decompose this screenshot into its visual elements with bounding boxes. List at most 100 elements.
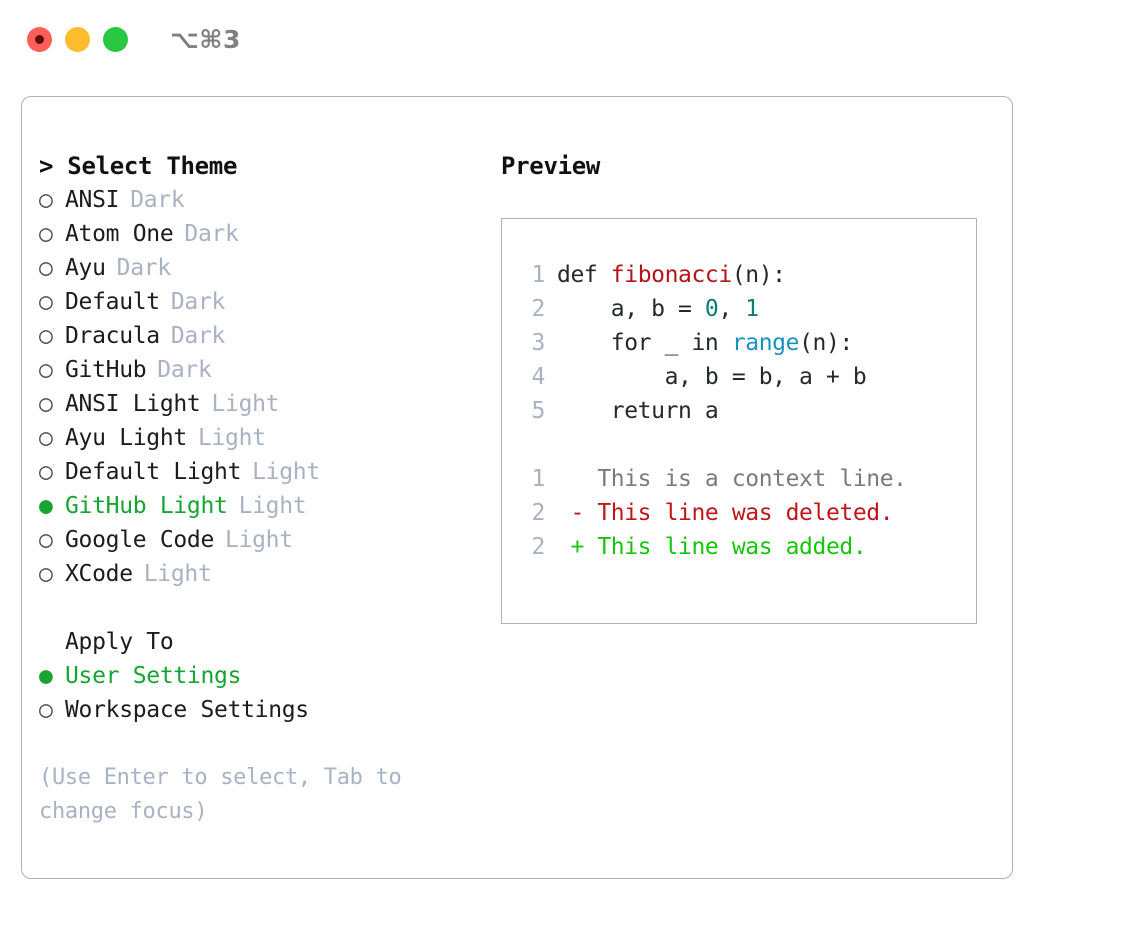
diff-line-add: 2 + This line was added. (521, 530, 907, 564)
radio-unselected-icon: ○ (39, 255, 53, 281)
code-token: (n): (731, 262, 786, 288)
code-token: 1 (745, 296, 759, 322)
code-token: 0 (704, 296, 719, 322)
theme-variant-tag: Light (252, 459, 320, 485)
line-number: 4 (531, 364, 546, 390)
code-token: a, b = b, a + b (557, 364, 867, 390)
line-number: 2 (531, 296, 546, 322)
radio-unselected-icon: ○ (39, 697, 53, 723)
theme-option-label: XCode (65, 561, 133, 587)
code-token: range (731, 330, 800, 356)
code-line: 3 for _ in range(n): (521, 326, 907, 360)
code-token: , (718, 296, 746, 322)
theme-option-ayu-light[interactable]: ○ Ayu Light Light (39, 421, 479, 455)
select-theme-heading: > Select Theme (39, 152, 238, 180)
radio-unselected-icon: ○ (39, 561, 53, 587)
theme-option-github-light[interactable]: ● GitHub Light Light (39, 489, 479, 523)
apply-to-option-label: User Settings (65, 663, 242, 689)
code-line: 4 a, b = b, a + b (521, 360, 907, 394)
radio-unselected-icon: ○ (39, 187, 53, 213)
close-button[interactable] (27, 26, 52, 52)
theme-option-label: Dracula (65, 323, 160, 349)
code-token: a, b = (557, 296, 705, 322)
keyboard-shortcut-label: ⌥⌘3 (170, 24, 241, 54)
line-number: 3 (531, 330, 546, 356)
radio-unselected-icon: ○ (39, 289, 53, 315)
code-token: for _ in (557, 330, 732, 356)
radio-unselected-icon: ○ (39, 425, 53, 451)
maximize-button[interactable] (103, 26, 128, 52)
window-controls (27, 26, 128, 52)
theme-option-label: Default Light (65, 459, 242, 485)
theme-option-ansi[interactable]: ○ ANSI Dark (39, 183, 479, 217)
theme-option-ansi-light[interactable]: ○ ANSI Light Light (39, 387, 479, 421)
radio-unselected-icon: ○ (39, 527, 53, 553)
theme-variant-tag: Dark (170, 289, 226, 315)
code-token: fibonacci (610, 262, 732, 288)
theme-variant-tag: Dark (116, 255, 172, 281)
theme-variant-tag: Dark (130, 187, 185, 213)
theme-option-ayu[interactable]: ○ Ayu Dark (39, 251, 479, 285)
diff-line-text: + This line was added. (557, 534, 867, 560)
theme-variant-tag: Light (225, 527, 293, 553)
code-token: def (557, 262, 611, 288)
section-spacer (39, 591, 479, 625)
diff-line-ctx: 1 This is a context line. (521, 462, 907, 496)
theme-option-label: Default (65, 289, 160, 315)
radio-selected-icon: ● (39, 493, 53, 519)
radio-unselected-icon: ○ (39, 357, 53, 383)
line-number: 2 (531, 500, 546, 526)
radio-unselected-icon: ○ (39, 391, 53, 417)
line-number: 1 (531, 262, 546, 288)
radio-unselected-icon: ○ (39, 221, 53, 247)
radio-unselected-icon: ○ (39, 323, 53, 349)
theme-variant-tag: Light (211, 391, 280, 417)
apply-to-list[interactable]: ●User Settings ○ Workspace Settings (39, 659, 479, 727)
theme-variant-tag: Light (238, 493, 307, 519)
theme-option-label: GitHub Light (65, 493, 228, 519)
theme-option-label: ANSI (65, 187, 120, 213)
theme-option-label: Google Code (65, 527, 215, 553)
theme-option-label: GitHub (65, 357, 147, 383)
diff-line-text: - This line was deleted. (557, 500, 894, 526)
theme-option-dracula[interactable]: ○ Dracula Dark (39, 319, 479, 353)
diff-line-text: This is a context line. (557, 466, 907, 492)
code-line: 2 a, b = 0, 1 (521, 292, 907, 326)
theme-option-default-light[interactable]: ○ Default Light Light (39, 455, 479, 489)
radio-unselected-icon: ○ (39, 459, 53, 485)
theme-option-label: Ayu (65, 255, 106, 281)
apply-to-option-user-settings[interactable]: ●User Settings (39, 659, 479, 693)
theme-option-github[interactable]: ○ GitHub Dark (39, 353, 479, 387)
theme-option-default[interactable]: ○ Default Dark (39, 285, 479, 319)
code-token: return a (557, 398, 719, 424)
theme-option-label: Ayu Light (65, 425, 187, 451)
code-line: 1 def fibonacci(n): (521, 258, 907, 292)
apply-to-option-label: Workspace Settings (65, 697, 309, 723)
line-number: 2 (531, 534, 546, 560)
theme-variant-tag: Dark (157, 357, 212, 383)
apply-to-heading: Apply To (65, 629, 174, 655)
diff-line-del: 2 - This line was deleted. (521, 496, 907, 530)
theme-variant-tag: Light (197, 425, 266, 451)
code-token: (n): (799, 330, 853, 356)
preview-heading: Preview (501, 152, 601, 180)
theme-option-label: ANSI Light (65, 391, 201, 417)
minimize-button[interactable] (65, 26, 90, 52)
line-number: 5 (531, 398, 546, 424)
theme-variant-tag: Dark (170, 323, 226, 349)
theme-option-label: Atom One (65, 221, 174, 247)
theme-option-google-code[interactable]: ○ Google Code Light (39, 523, 479, 557)
code-line: 5 return a (521, 394, 907, 428)
keyboard-hint-text: (Use Enter to select, Tab to change focu… (39, 765, 402, 824)
apply-to-option-workspace-settings[interactable]: ○ Workspace Settings (39, 693, 479, 727)
line-number: 1 (531, 466, 546, 492)
